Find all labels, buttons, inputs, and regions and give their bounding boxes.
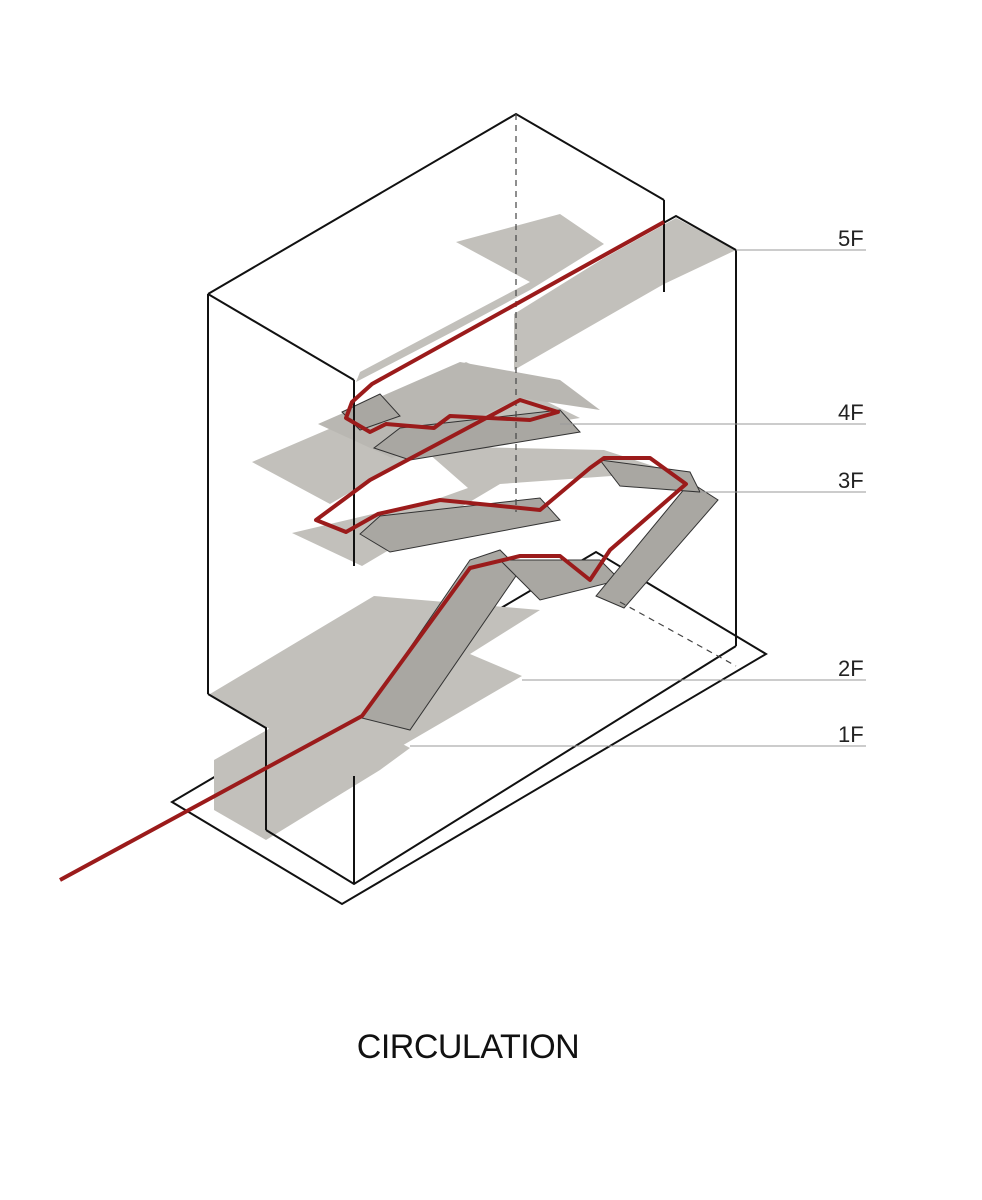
floor-label-4f: 4F bbox=[838, 400, 864, 425]
circulation-path bbox=[59, 220, 688, 882]
stair-icon bbox=[595, 481, 719, 609]
floor-label-2f: 2F bbox=[838, 656, 864, 681]
floor-plate-5f-wall bbox=[514, 218, 736, 370]
floor-label-5f: 5F bbox=[838, 226, 864, 251]
floor-plate-4f bbox=[318, 362, 600, 458]
floor-plate-5f bbox=[356, 214, 604, 382]
stair-icon bbox=[359, 497, 561, 553]
diagram-caption: CIRCULATION bbox=[356, 1028, 580, 1066]
stair-icon bbox=[372, 409, 581, 461]
stairs bbox=[341, 393, 719, 731]
hidden-edges bbox=[515, 114, 737, 667]
floor-label-3f: 3F bbox=[838, 468, 864, 493]
floor-label-1f: 1F bbox=[838, 722, 864, 747]
leader-lines bbox=[410, 249, 866, 747]
floor-labels: 5F 4F 3F 2F 1F bbox=[838, 226, 864, 747]
